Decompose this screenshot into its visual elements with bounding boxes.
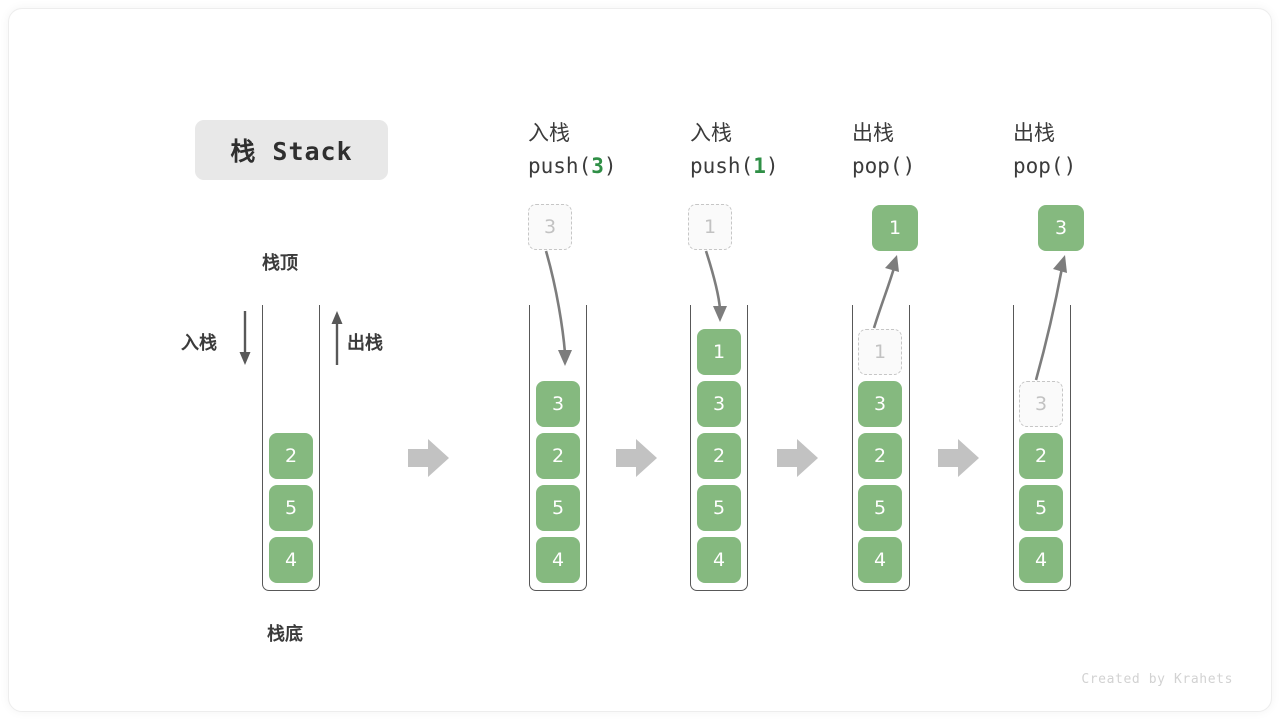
- page-title-text: 栈 Stack: [230, 137, 353, 166]
- column-heading-push-1: 入栈 push(1): [690, 117, 779, 182]
- stack-cell: 5: [269, 485, 313, 531]
- stack-container-push-3: [529, 305, 587, 591]
- column-op-code: push(3): [528, 153, 617, 178]
- stack-cell: 2: [269, 433, 313, 479]
- stack-cell: 3: [858, 381, 902, 427]
- stack-cell: 4: [697, 537, 741, 583]
- stack-cell: 5: [1019, 485, 1063, 531]
- floating-cell-ghost: 3: [528, 204, 572, 250]
- floating-cell-ghost: 1: [688, 204, 732, 250]
- diagram-card: 栈 Stack 栈顶 入栈 出栈 2 5 4 栈底: [8, 8, 1272, 712]
- stack-cell: 1: [697, 329, 741, 375]
- stack-cell: 3: [536, 381, 580, 427]
- stack-cell: 2: [858, 433, 902, 479]
- stack-cell: 5: [536, 485, 580, 531]
- column-op-code: pop(): [1013, 153, 1077, 178]
- push-direction-label: 入栈: [181, 333, 217, 354]
- stack-bottom-label: 栈底: [267, 624, 303, 645]
- stack-cell: 2: [536, 433, 580, 479]
- column-op-cn: 出栈: [852, 121, 894, 145]
- floating-cell-popped: 1: [872, 205, 918, 251]
- push-arrow-icon: [704, 250, 727, 322]
- stack-cell: 4: [1019, 537, 1063, 583]
- stack-container-pop-3: [1013, 305, 1071, 591]
- pop-arrow-icon: [872, 255, 899, 329]
- page-title: 栈 Stack: [195, 120, 388, 180]
- arrow-right-icon: [616, 439, 657, 477]
- stack-cell-ghost: 3: [1019, 381, 1063, 427]
- stack-cell: 4: [269, 537, 313, 583]
- arrow-right-icon: [777, 439, 818, 477]
- stack-container-push-1: [690, 305, 748, 591]
- arrow-right-icon: [408, 439, 449, 477]
- column-op-code: pop(): [852, 153, 916, 178]
- push-arrow-icon: [544, 250, 572, 366]
- stack-cell: 5: [697, 485, 741, 531]
- credit-footer: Created by Krahets: [1081, 672, 1233, 687]
- stack-cell: 2: [697, 433, 741, 479]
- stack-cell: 3: [697, 381, 741, 427]
- stack-container-pop-1: [852, 305, 910, 591]
- column-op-cn: 出栈: [1013, 121, 1055, 145]
- stack-cell: 5: [858, 485, 902, 531]
- column-op-code: push(1): [690, 153, 779, 178]
- stack-container-initial: [262, 305, 320, 591]
- stack-cell-ghost: 1: [858, 329, 902, 375]
- stack-top-label: 栈顶: [262, 253, 298, 274]
- pop-arrow-icon: [1034, 255, 1067, 381]
- column-op-cn: 入栈: [690, 121, 732, 145]
- floating-cell-popped: 3: [1038, 205, 1084, 251]
- pop-direction-label: 出栈: [347, 333, 383, 354]
- stack-cell: 4: [536, 537, 580, 583]
- column-heading-pop-1: 出栈 pop(): [852, 117, 915, 182]
- stack-cell: 2: [1019, 433, 1063, 479]
- column-op-cn: 入栈: [528, 121, 570, 145]
- arrow-right-icon: [938, 439, 979, 477]
- stack-cell: 4: [858, 537, 902, 583]
- column-heading-pop-3: 出栈 pop(): [1013, 117, 1076, 182]
- pop-direction-arrow-icon: [331, 311, 343, 365]
- push-direction-arrow-icon: [239, 311, 251, 365]
- column-heading-push-3: 入栈 push(3): [528, 117, 617, 182]
